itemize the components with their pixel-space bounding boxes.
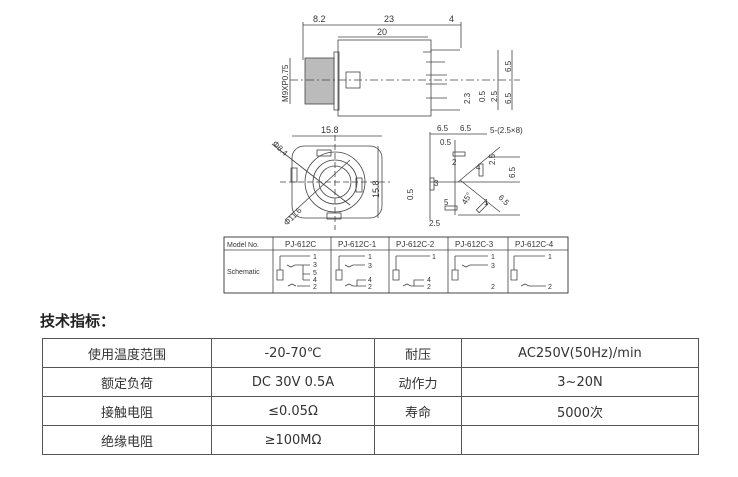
pin-number: 3 <box>368 263 372 270</box>
pin-number: 1 <box>548 254 552 261</box>
pin-number: 1 <box>368 254 372 261</box>
spec-value: AC250V(50Hz)/min <box>461 338 699 368</box>
pin-label-5: 5 <box>444 198 449 207</box>
pin-dim-0-5b: 0.5 <box>406 188 415 200</box>
pin-number: 2 <box>313 284 317 291</box>
pin-number: 2 <box>368 284 372 291</box>
connector-technical-drawing: 8.2 23 4 20 M9XP0.75 6.5 6.5 2.5 0.5 2.3… <box>223 14 569 294</box>
pin-number: 4 <box>368 277 372 284</box>
schematic-label: Schematic <box>227 269 260 276</box>
spec-label: 寿命 <box>374 396 462 426</box>
spec-value: -20-70℃ <box>211 338 375 368</box>
pin-dim-6-5d: 6.5 <box>497 193 512 208</box>
dim-23: 23 <box>384 14 394 24</box>
pin-number: 2 <box>427 284 431 291</box>
section-heading: 技术指标： <box>40 312 116 330</box>
pin-label-2: 2 <box>452 158 457 167</box>
model-no-label: Model No. <box>227 242 259 249</box>
spec-label: 额定负荷 <box>42 367 212 397</box>
spec-label <box>374 425 462 455</box>
pin-number: 2 <box>491 284 495 291</box>
model-name: PJ-612C-4 <box>515 240 554 249</box>
pin-number: 1 <box>313 254 317 261</box>
pin-dim-6-5a: 6.5 <box>437 124 449 133</box>
dim-dia-11-6: Φ11.6 <box>282 206 304 228</box>
dim-2-5: 2.5 <box>490 90 499 102</box>
pin-number: 1 <box>432 254 436 261</box>
pin-number: 3 <box>491 263 495 270</box>
table-row: 绝缘电阻 ≥100MΩ <box>42 425 699 455</box>
model-name: PJ-612C-3 <box>455 240 494 249</box>
model-table: Model No. Schematic PJ-612C PJ-612C-1 PJ… <box>223 236 569 294</box>
spec-label: 动作力 <box>374 367 462 397</box>
dim-4: 4 <box>449 14 454 24</box>
dim-6-5-top: 6.5 <box>504 60 513 72</box>
dim-8-2: 8.2 <box>313 14 326 24</box>
pin-number: 4 <box>427 277 431 284</box>
spec-value: ≤0.05Ω <box>211 396 375 426</box>
spec-value: 3~20N <box>461 367 699 397</box>
thread-spec: M9XP0.75 <box>281 64 290 102</box>
model-name: PJ-612C-2 <box>396 240 435 249</box>
pin-angle: 45° <box>460 191 474 206</box>
spec-value: 5000次 <box>461 396 699 426</box>
dim-6-5-bottom: 6.5 <box>504 92 513 104</box>
table-row: 使用温度范围 -20-70℃ 耐压 AC250V(50Hz)/min <box>42 338 699 368</box>
spec-value: ≥100MΩ <box>211 425 375 455</box>
model-name: PJ-612C <box>285 240 316 249</box>
dim-20: 20 <box>377 27 387 37</box>
pin-dim-2-5: 2.5 <box>488 153 497 165</box>
spec-value: DC 30V 0.5A <box>211 367 375 397</box>
side-view: 8.2 23 4 20 M9XP0.75 6.5 6.5 2.5 0.5 2.3 <box>281 14 520 117</box>
spec-label: 耐压 <box>374 338 462 368</box>
table-row: 额定负荷 DC 30V 0.5A 动作力 3~20N <box>42 367 699 397</box>
pin-dim-6-5c: 6.5 <box>508 166 517 178</box>
pin-number: 4 <box>313 277 317 284</box>
pin-number: 5 <box>313 270 317 277</box>
pin-number: 2 <box>548 284 552 291</box>
pin-holes: 5-(2.5×8) <box>490 126 523 135</box>
dim-width: 15.8 <box>321 125 339 135</box>
dim-0-5: 0.5 <box>478 90 487 102</box>
pin-label-3: 3 <box>434 179 439 188</box>
spec-table: 使用温度范围 -20-70℃ 耐压 AC250V(50Hz)/min 额定负荷 … <box>42 338 699 455</box>
spec-label: 绝缘电阻 <box>42 425 212 455</box>
pin-dim-0-5a: 0.5 <box>440 138 452 147</box>
table-row: 接触电阻 ≤0.05Ω 寿命 5000次 <box>42 396 699 426</box>
dim-2-3: 2.3 <box>463 92 472 104</box>
spec-label: 使用温度范围 <box>42 338 212 368</box>
pin-dim-6-5b: 6.5 <box>460 124 472 133</box>
spec-value <box>461 425 699 455</box>
pin-label-1: 1 <box>484 198 489 207</box>
pin-label-4: 4 <box>476 163 481 172</box>
pin-number: 3 <box>313 262 317 269</box>
pin-layout-view: 6.5 6.5 5-(2.5×8) 0.5 2 2.5 4 6.5 3 0.5 … <box>406 124 523 228</box>
pin-dim-2-5b: 2.5 <box>429 219 441 228</box>
dim-height: 15.8 <box>371 180 381 198</box>
front-view: 15.8 15.8 Φ8.4 Φ11.6 <box>271 125 390 230</box>
spec-label: 接触电阻 <box>42 396 212 426</box>
model-name: PJ-612C-1 <box>338 240 377 249</box>
pin-number: 1 <box>491 254 495 261</box>
